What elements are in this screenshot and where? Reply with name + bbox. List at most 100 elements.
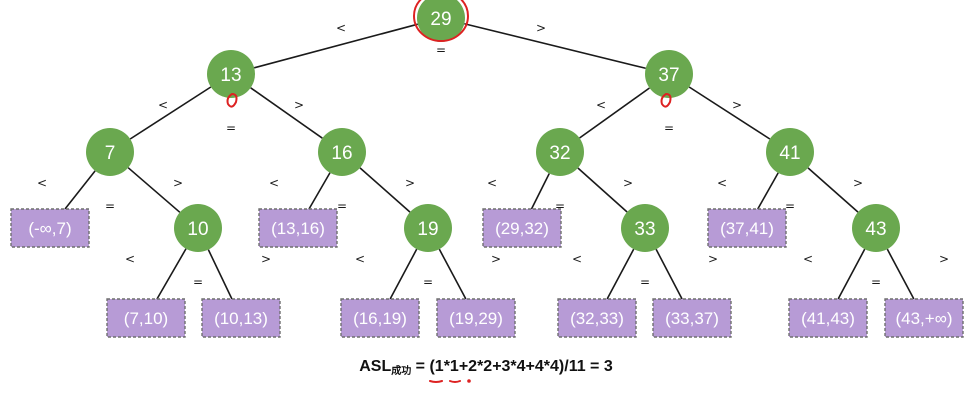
node-19: 19 — [404, 204, 452, 252]
edge-n32-n33 — [577, 167, 628, 213]
node-label: 13 — [220, 65, 241, 86]
leaf-l10: (41,43) — [788, 298, 868, 338]
leaf-label: (19,29) — [449, 309, 503, 328]
symbol-greater-32: > — [623, 176, 633, 190]
node-circle — [621, 204, 669, 252]
node-circle — [404, 204, 452, 252]
node-13: 13 — [207, 50, 255, 98]
symbol-greater-10: > — [261, 252, 271, 266]
asl-formula: ASL成功 = (1*1+2*2+3*4+4*4)/11 = 3 — [0, 358, 972, 377]
leaf-label: (43,+∞) — [895, 309, 952, 328]
tree-edges — [64, 22, 915, 300]
node-label: 37 — [658, 65, 679, 86]
leaf-box — [788, 298, 868, 338]
leaf-label: (41,43) — [801, 309, 855, 328]
symbol-greater-43: > — [939, 252, 949, 266]
leaf-box — [482, 208, 562, 248]
node-7: 7 — [86, 128, 134, 176]
node-circle — [207, 50, 255, 98]
symbol-less-43: < — [803, 252, 813, 266]
node-label: 32 — [549, 143, 570, 164]
node-circle — [852, 204, 900, 252]
node-circle — [645, 50, 693, 98]
node-43: 43 — [852, 204, 900, 252]
annotation-underline-formula — [429, 380, 461, 383]
edge-n41-l9 — [757, 172, 779, 210]
leaf-label: (7,10) — [124, 309, 168, 328]
symbol-less-16: < — [269, 176, 279, 190]
edge-n19-l4 — [389, 248, 418, 300]
node-29: 29 — [417, 0, 465, 42]
node-circle — [766, 128, 814, 176]
symbol-less-33: < — [572, 252, 582, 266]
leaf-l2: (10,13) — [201, 298, 281, 338]
leaf-l1: (7,10) — [106, 298, 186, 338]
leaf-box — [436, 298, 516, 338]
edge-n16-n19 — [359, 167, 411, 213]
leaf-label: (33,37) — [665, 309, 719, 328]
interval-leaves: (-∞,7) (7,10) (10,13) (13,16) (16,19) (19,29)… — [10, 208, 964, 338]
symbol-less-29: < — [336, 21, 346, 35]
leaf-label: (29,32) — [495, 219, 549, 238]
leaf-l7: (32,33) — [557, 298, 637, 338]
leaf-label: (-∞,7) — [28, 219, 71, 238]
symbol-equal-7: = — [105, 199, 115, 213]
node-label: 19 — [417, 219, 438, 240]
edge-n29-n13 — [253, 23, 419, 69]
edge-n10-l2 — [207, 249, 233, 300]
comparison-symbols: <>=<>=<>=<>=<>=<>=<>=<>=<>=<>=<>= — [37, 21, 949, 289]
node-41: 41 — [766, 128, 814, 176]
leaf-label: (13,16) — [271, 219, 325, 238]
node-circle — [536, 128, 584, 176]
node-33: 33 — [621, 204, 669, 252]
symbol-equal-41: = — [785, 199, 795, 213]
symbol-equal-19: = — [423, 275, 433, 289]
symbol-greater-41: > — [853, 176, 863, 190]
leaf-l0: (-∞,7) — [10, 208, 90, 248]
edge-n43-l10 — [837, 248, 866, 300]
symbol-equal-37: = — [664, 121, 674, 135]
leaf-box — [258, 208, 338, 248]
edge-n37-n41 — [688, 86, 771, 140]
leaf-box — [340, 298, 420, 338]
symbol-greater-16: > — [405, 176, 415, 190]
symbol-greater-13: > — [294, 98, 304, 112]
leaf-l8: (33,37) — [652, 298, 732, 338]
annotation-dot-formula — [467, 379, 471, 383]
symbol-greater-7: > — [173, 176, 183, 190]
node-circle — [318, 128, 366, 176]
leaf-label: (10,13) — [214, 309, 268, 328]
symbol-greater-37: > — [732, 98, 742, 112]
leaf-label: (32,33) — [570, 309, 624, 328]
annotation-mark-13 — [226, 93, 238, 108]
symbol-greater-33: > — [708, 252, 718, 266]
edge-n29-n37 — [464, 22, 646, 70]
edge-n13-n16 — [250, 87, 323, 139]
edge-n33-l8 — [655, 248, 683, 300]
node-label: 43 — [865, 219, 886, 240]
symbol-equal-10: = — [193, 275, 203, 289]
symbol-less-13: < — [158, 98, 168, 112]
leaf-box — [10, 208, 90, 248]
edge-n13-n7 — [129, 86, 212, 140]
symbol-equal-33: = — [640, 275, 650, 289]
symbol-equal-16: = — [337, 199, 347, 213]
node-label: 41 — [779, 143, 800, 164]
symbol-less-37: < — [596, 98, 606, 112]
node-label: 33 — [634, 219, 655, 240]
symbol-less-10: < — [125, 252, 135, 266]
leaf-box — [707, 208, 787, 248]
symbol-equal-29: = — [436, 43, 446, 57]
edge-n19-l5 — [438, 248, 467, 300]
leaf-l11: (43,+∞) — [884, 298, 964, 338]
symbol-less-19: < — [355, 252, 365, 266]
asl-label: ASL — [359, 358, 392, 375]
leaf-box — [557, 298, 637, 338]
node-16: 16 — [318, 128, 366, 176]
symbol-equal-13: = — [226, 121, 236, 135]
leaf-l4: (16,19) — [340, 298, 420, 338]
annotation-mark-37 — [660, 93, 672, 108]
handwritten-annotations — [226, 0, 672, 383]
leaf-label: (16,19) — [353, 309, 407, 328]
